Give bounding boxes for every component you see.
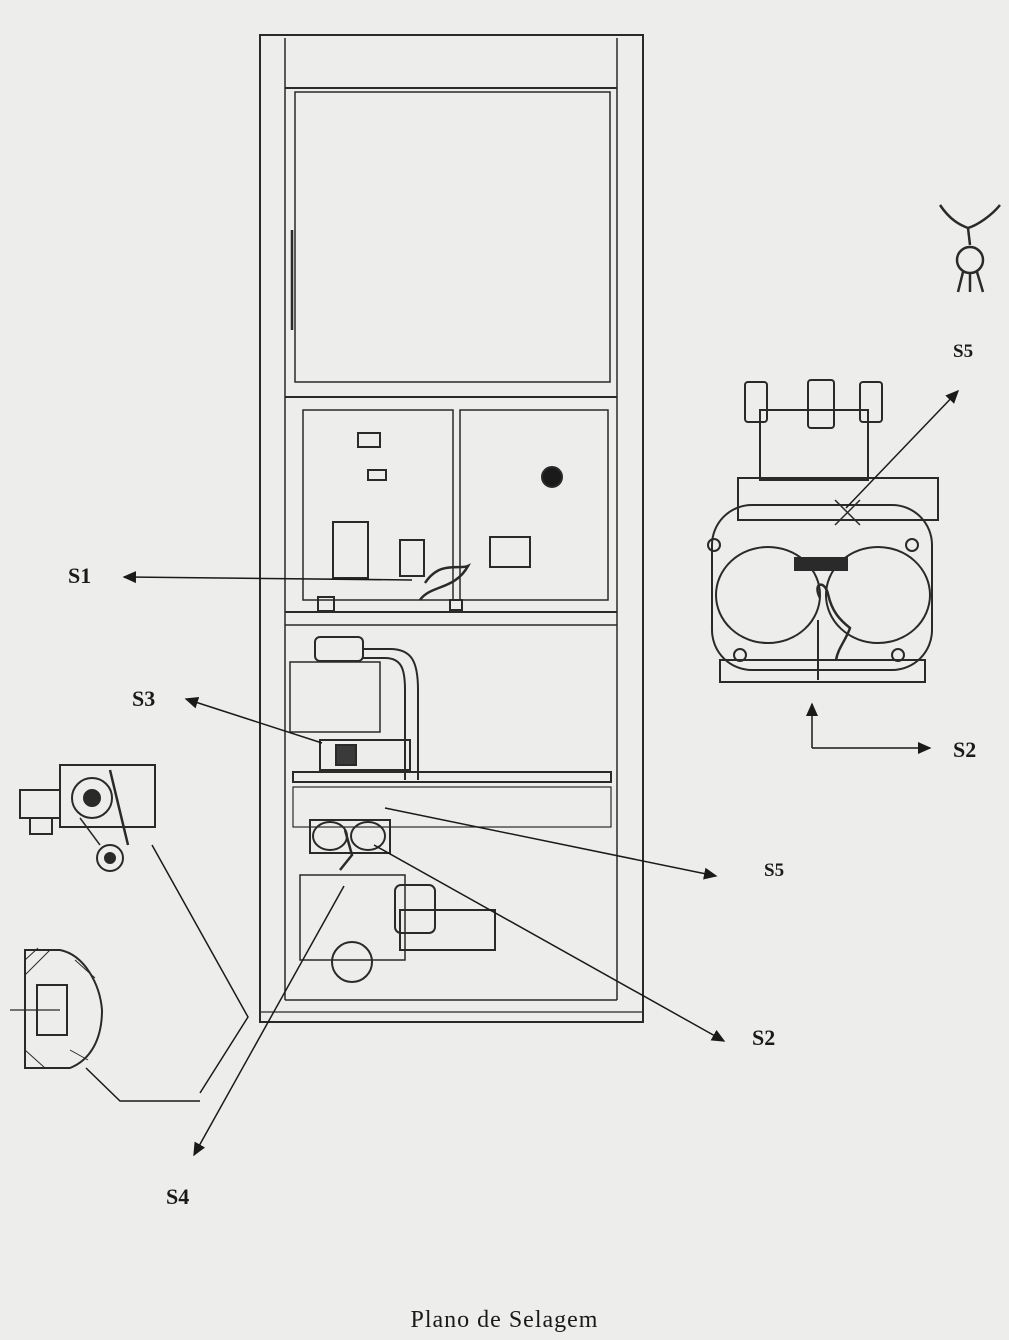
- arrow-s4: [193, 885, 345, 1157]
- label-s5-top: S5: [953, 341, 974, 362]
- pulley-detail: [19, 764, 156, 872]
- label-s5-middle: S5: [764, 860, 785, 881]
- arrow-s2-bottom: [373, 844, 726, 1042]
- section-detail: [10, 947, 104, 1069]
- arrow-s4-b: [85, 1067, 200, 1102]
- arrow-s5-top: [845, 389, 960, 509]
- diagram-caption: Plano de Selagem: [410, 1307, 599, 1333]
- arrow-s3: [184, 696, 323, 744]
- label-s3: S3: [132, 686, 156, 711]
- label-s4: S4: [166, 1184, 190, 1209]
- seal-tag-icon: [938, 204, 1001, 293]
- arrow-s1: [122, 571, 413, 584]
- label-s2-bottom: S2: [752, 1025, 776, 1050]
- label-s2-right: S2: [953, 737, 977, 762]
- pump-cabinet: [259, 34, 644, 1023]
- arrow-s5-middle: [384, 807, 718, 880]
- leader-arrows: [85, 389, 960, 1157]
- arrow-s4-a: [151, 844, 249, 1094]
- label-s1: S1: [68, 563, 92, 588]
- meter-detail: [707, 379, 939, 683]
